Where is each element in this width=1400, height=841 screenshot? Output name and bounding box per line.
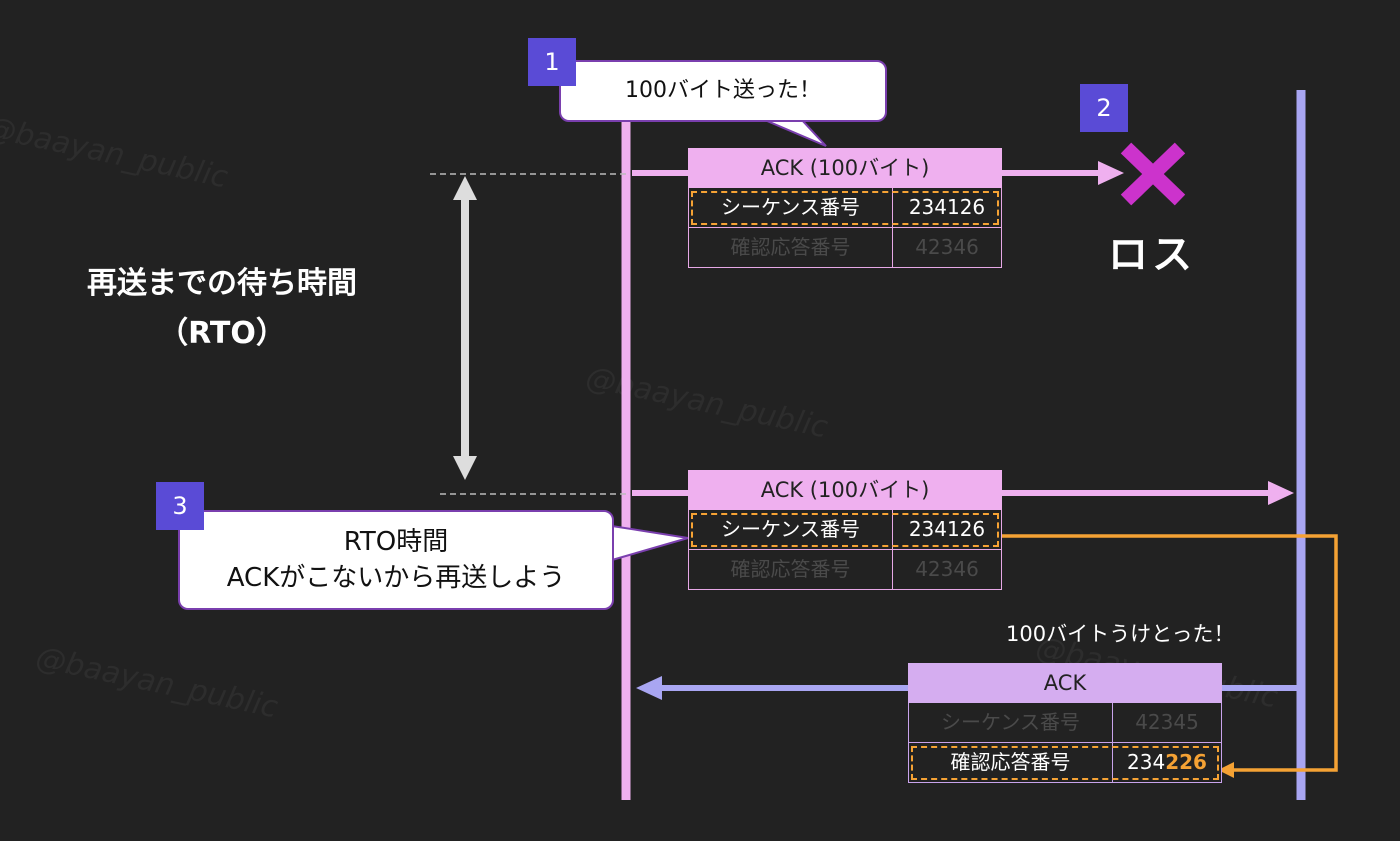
packet-row-ack: 確認応答番号 42346 (688, 550, 1002, 590)
packet-first: ACK (100バイト) シーケンス番号 234126 確認応答番号 42346 (688, 148, 1002, 268)
send-arrow-head (1098, 161, 1124, 185)
loss-x-icon (1120, 142, 1186, 206)
rto-label-line2: （RTO） (158, 316, 286, 351)
seq-to-ack-connector (1002, 534, 1338, 772)
connector-arrow-head (1218, 762, 1234, 778)
ack-label: 確認応答番号 (689, 228, 893, 267)
seq-value: 234126 (908, 517, 986, 541)
packet-title: ACK (100バイト) (688, 470, 1002, 510)
ack-value: 42346 (915, 235, 979, 259)
ack-label: 確認応答番号 (909, 743, 1113, 782)
step-badge-3: 3 (156, 482, 204, 530)
seq-label: シーケンス番号 (909, 703, 1113, 742)
packet-reply: ACK シーケンス番号 42345 確認応答番号 234226 (908, 663, 1222, 783)
sent-bubble: 100バイト送った！ (559, 60, 887, 122)
packet-row-ack: 確認応答番号 42346 (688, 228, 1002, 268)
rto-label: 再送までの待ち時間 （RTO） (52, 258, 392, 352)
packet-title: ACK (908, 663, 1222, 703)
seq-label: シーケンス番号 (689, 510, 893, 549)
rto-bubble-line1: RTO時間 (343, 527, 449, 557)
packet-row-ack: 確認応答番号 234226 (908, 743, 1222, 783)
packet-row-seq: シーケンス番号 234126 (688, 188, 1002, 228)
packet-resend: ACK (100バイト) シーケンス番号 234126 確認応答番号 42346 (688, 470, 1002, 590)
ack-value-prefix: 234 (1127, 750, 1166, 774)
seq-label: シーケンス番号 (689, 188, 893, 227)
packet-row-seq: シーケンス番号 42345 (908, 703, 1222, 743)
rto-bubble-line2: ACKがこないから再送しよう (226, 563, 566, 593)
received-note: 100バイトうけとった！ (1006, 622, 1235, 646)
ack-value: 234226 (1113, 743, 1221, 782)
seq-value: 234126 (908, 195, 986, 219)
step-badge-1: 1 (528, 38, 576, 86)
seq-value: 42345 (1135, 710, 1199, 734)
bubble1-tail (759, 117, 827, 147)
rto-label-line1: 再送までの待ち時間 (87, 266, 357, 301)
rto-bubble: RTO時間 ACKがこないから再送しよう (178, 510, 614, 610)
loss-label: ロス (1108, 232, 1196, 278)
ack-value: 42346 (915, 557, 979, 581)
reply-arrow-head (636, 676, 662, 700)
packet-row-seq: シーケンス番号 234126 (688, 510, 1002, 550)
rto-arrow-up-head (453, 176, 477, 200)
packet-title: ACK (100バイト) (688, 148, 1002, 188)
ack-label: 確認応答番号 (689, 550, 893, 589)
resend-arrow-head (1268, 481, 1294, 505)
ack-value-suffix: 226 (1165, 750, 1207, 774)
rto-arrow-down-head (453, 456, 477, 480)
step-badge-2: 2 (1080, 84, 1128, 132)
bubble3-tail (611, 524, 689, 562)
